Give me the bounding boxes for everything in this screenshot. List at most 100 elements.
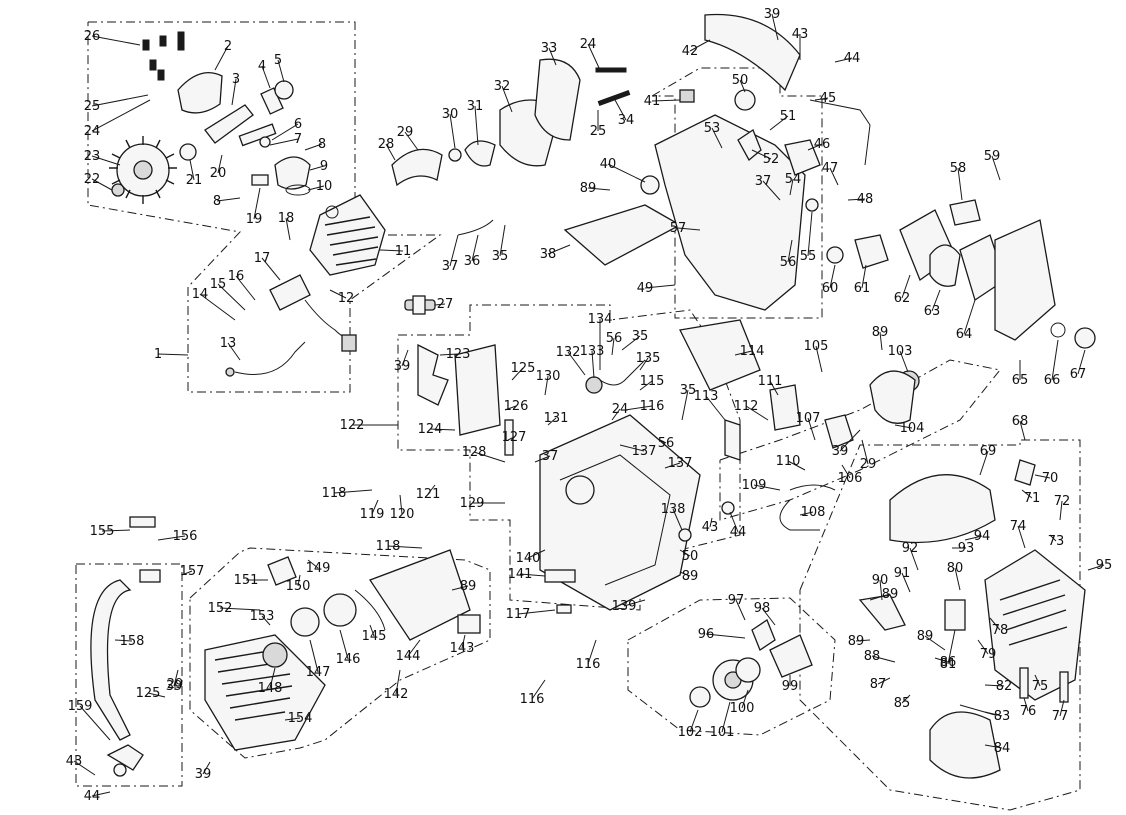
part-label-128: 128 <box>462 445 487 460</box>
part-label-36: 36 <box>464 254 481 269</box>
part-label-92: 92 <box>902 541 919 556</box>
leader-line-120 <box>399 494 403 515</box>
bearing-5 <box>274 80 294 100</box>
leader-line-102 <box>689 709 699 733</box>
leader-line-100 <box>741 689 749 709</box>
leader-line-72 <box>1059 500 1063 521</box>
leader-line-44 <box>834 57 853 63</box>
part-label-89: 89 <box>872 325 889 340</box>
leader-line-117 <box>517 609 556 615</box>
leader-line-112 <box>745 405 769 421</box>
leader-line-116 <box>624 405 653 411</box>
leader-line-89 <box>855 639 871 642</box>
part-label-85: 85 <box>894 696 911 711</box>
part-label-7: 7 <box>294 132 302 147</box>
leader-line-31 <box>474 105 479 146</box>
leader-line-105 <box>815 345 823 373</box>
leader-line-125 <box>511 367 524 381</box>
leader-line-50 <box>739 79 746 93</box>
part-label-105: 105 <box>804 339 829 354</box>
leader-line-82 <box>984 684 1005 687</box>
part-label-116: 116 <box>640 399 665 414</box>
leader-line-128 <box>473 451 506 463</box>
gasket-31 <box>464 140 496 167</box>
leader-line-48 <box>847 198 866 201</box>
leader-line-15 <box>217 283 246 311</box>
part-label-102: 102 <box>678 725 703 740</box>
part-label-26: 26 <box>84 29 101 44</box>
part-label-38: 38 <box>540 247 557 262</box>
knob-67 <box>1074 327 1096 349</box>
part-label-86: 86 <box>940 655 957 670</box>
part-label-24: 24 <box>84 124 101 139</box>
part-label-150: 150 <box>286 579 311 594</box>
leader-line-98 <box>761 607 776 626</box>
part-label-43: 43 <box>66 754 83 769</box>
part-50 <box>734 89 756 111</box>
leader-line-80 <box>954 567 961 591</box>
part-111 <box>769 384 801 431</box>
part-label-43: 43 <box>702 520 719 535</box>
part-label-137: 137 <box>632 444 657 459</box>
leader-line-21 <box>189 159 195 181</box>
air-filter-parts <box>826 199 1096 349</box>
part-label-71: 71 <box>1024 491 1041 506</box>
part-label-8: 8 <box>318 137 326 152</box>
leader-line-118 <box>387 545 423 549</box>
leader-line-39 <box>173 669 179 687</box>
leader-line-35 <box>621 335 641 351</box>
leader-line-83 <box>984 711 1003 717</box>
part-label-66: 66 <box>1044 373 1061 388</box>
part-label-70: 70 <box>1042 471 1059 486</box>
part-label-10: 10 <box>316 179 333 194</box>
leader-line-41 <box>651 99 681 102</box>
leader-line-88 <box>871 655 896 663</box>
part-label-110: 110 <box>776 454 801 469</box>
leader-line-116 <box>531 679 546 700</box>
washer-44 <box>721 501 735 515</box>
leader-line-59 <box>991 155 1001 181</box>
air-cover-65 <box>994 219 1056 341</box>
hose-109 <box>789 484 836 491</box>
leader-line-71 <box>1021 489 1033 499</box>
leader-line-146 <box>339 629 349 660</box>
leader-line-70 <box>1034 474 1051 479</box>
leader-line-28 <box>385 143 396 161</box>
leader-line-114 <box>734 350 753 356</box>
leader-line-132 <box>567 351 586 376</box>
leader-line-111 <box>769 380 779 396</box>
part-label-94: 94 <box>974 529 991 544</box>
part-label-14: 14 <box>192 287 209 302</box>
part-117 <box>556 604 572 614</box>
part-label-32: 32 <box>494 79 511 94</box>
part-label-76: 76 <box>1020 704 1037 719</box>
part-label-64: 64 <box>956 327 973 342</box>
part-label-16: 16 <box>228 269 245 284</box>
leader-line-137 <box>664 462 681 469</box>
part-label-35: 35 <box>680 383 697 398</box>
hose-36 <box>457 219 494 236</box>
leader-line-86 <box>934 657 949 663</box>
part-label-72: 72 <box>1054 494 1071 509</box>
part-label-79: 79 <box>980 647 997 662</box>
flywheel-23 <box>109 136 177 204</box>
part-label-2: 2 <box>224 39 232 54</box>
leader-line-27 <box>434 303 446 306</box>
leader-line-84 <box>984 744 1003 749</box>
leader-line-66 <box>1051 339 1059 381</box>
part-label-48: 48 <box>857 192 874 207</box>
part-label-116: 116 <box>520 692 545 707</box>
part-label-75: 75 <box>1032 679 1049 694</box>
spacer-60 <box>826 246 844 264</box>
leader-line-126 <box>504 405 517 411</box>
part-label-58: 58 <box>950 161 967 176</box>
part-label-89: 89 <box>682 569 699 584</box>
part-label-31: 31 <box>467 99 484 114</box>
leader-line-94 <box>964 535 983 541</box>
leader-line-9 <box>309 165 325 171</box>
piston-9 <box>274 156 311 190</box>
part-label-137: 137 <box>668 456 693 471</box>
part-label-129: 129 <box>460 496 485 511</box>
part-label-158: 158 <box>120 634 145 649</box>
